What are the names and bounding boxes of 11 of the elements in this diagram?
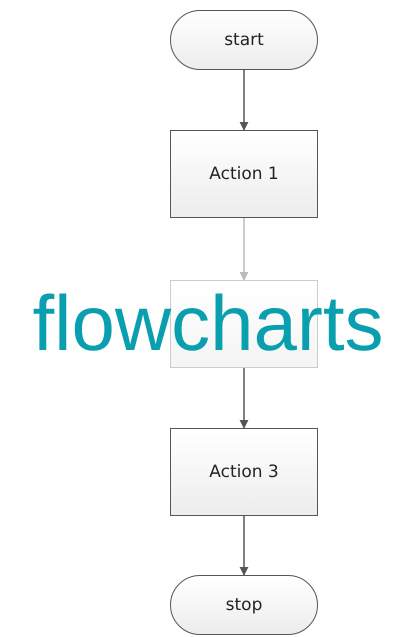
node-label: start [224, 30, 264, 50]
process-box [170, 130, 318, 218]
overlay-heading: flowcharts [32, 278, 384, 368]
arrow [240, 70, 248, 131]
node-label: Action 3 [209, 462, 279, 482]
node-label: stop [226, 595, 262, 615]
node-label: Action 1 [209, 164, 279, 184]
arrow [240, 516, 248, 576]
arrow [240, 218, 248, 281]
arrow [240, 368, 248, 429]
process-box [170, 428, 318, 516]
